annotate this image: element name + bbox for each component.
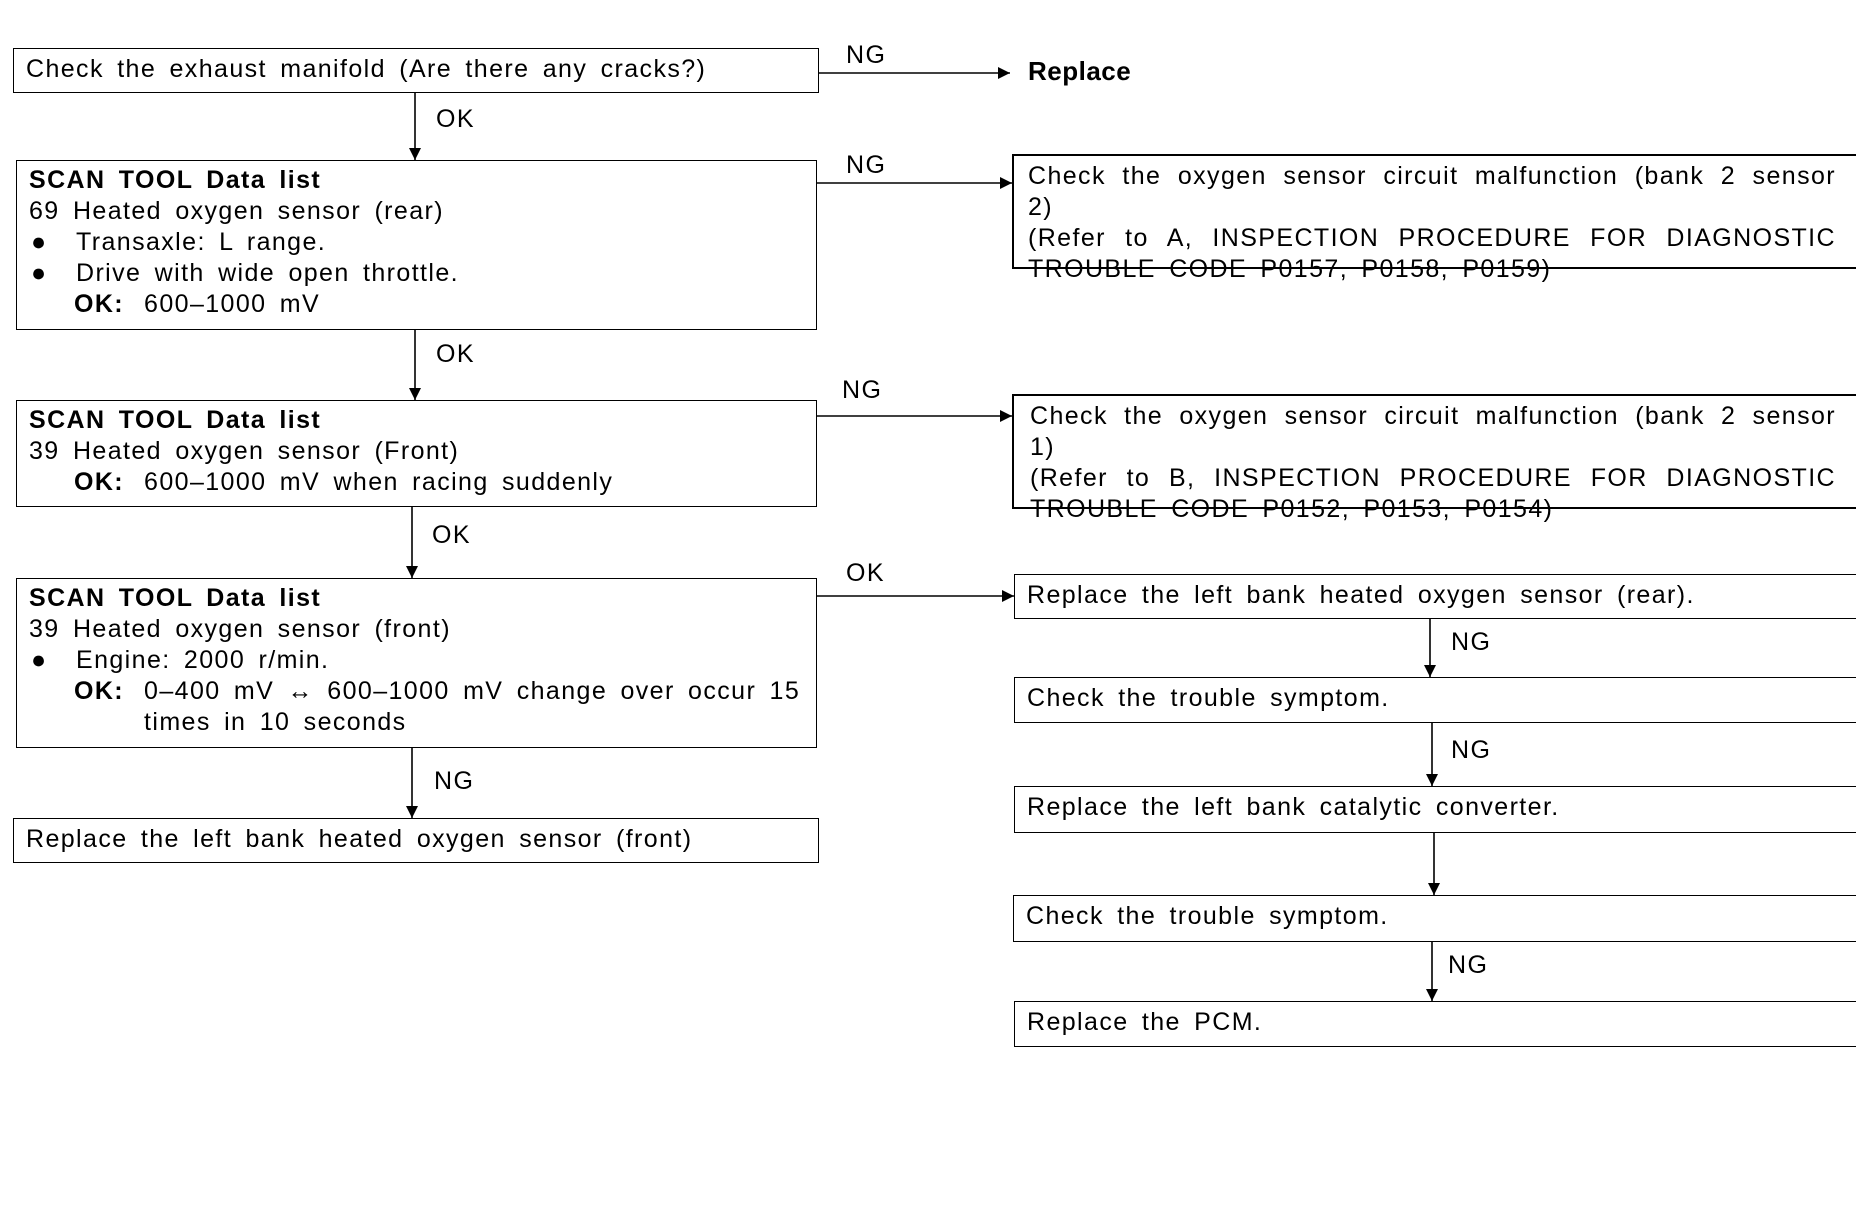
step3-line1: 39 Heated oxygen sensor (Front) — [29, 437, 460, 465]
replace-result: Replace — [1028, 56, 1132, 86]
result2-line1: Check the oxygen sensor circuit malfunct… — [1028, 162, 1836, 221]
label-ng-step3: NG — [842, 376, 883, 404]
step-scan-tool-front-sensor-racing: SCAN TOOL Data list 39 Heated oxygen sen… — [16, 400, 817, 507]
label-ok-step1: OK — [436, 105, 475, 133]
right-chain-check-symptom-2: Check the trouble symptom. — [1013, 895, 1856, 942]
step3-ok-label: OK: — [74, 468, 125, 496]
result-bank2-sensor2-check: Check the oxygen sensor circuit malfunct… — [1012, 154, 1856, 283]
step2-title: SCAN TOOL Data list — [29, 166, 322, 194]
step-scan-tool-rear-sensor: SCAN TOOL Data list 69 Heated oxygen sen… — [16, 160, 817, 330]
step-scan-tool-front-sensor-engine: SCAN TOOL Data list 39 Heated oxygen sen… — [16, 578, 817, 748]
step3-title: SCAN TOOL Data list — [29, 406, 322, 434]
right-chain-r1: Replace the left bank heated oxygen sens… — [1027, 581, 1695, 609]
right-chain-replace-rear-sensor: Replace the left bank heated oxygen sens… — [1014, 574, 1856, 619]
step-replace-front-sensor: Replace the left bank heated oxygen sens… — [13, 818, 819, 863]
bullet-icon: ● — [31, 228, 48, 256]
step2-bullet2: Drive with wide open throttle. — [76, 259, 459, 287]
label-ok-step3: OK — [432, 521, 471, 549]
step4-bullet1: Engine: 2000 r/min. — [76, 646, 330, 674]
label-ng-r1: NG — [1451, 628, 1492, 656]
step4-line1: 39 Heated oxygen sensor (front) — [29, 615, 451, 643]
result3-line3: TROUBLE CODE P0152, P0153, P0154) — [1030, 495, 1554, 523]
step4-ok-label: OK: — [74, 677, 125, 705]
bullet-icon: ● — [31, 259, 48, 287]
label-ng-step2: NG — [846, 151, 887, 179]
step2-bullet1: Transaxle: L range. — [76, 228, 327, 256]
step2-ok-value: 600–1000 mV — [144, 290, 321, 318]
result2-line3: TROUBLE CODE P0157, P0158, P0159) — [1028, 255, 1552, 283]
label-ok-step4: OK — [846, 559, 885, 587]
right-chain-r3: Replace the left bank catalytic converte… — [1027, 793, 1560, 821]
step1-text: Check the exhaust manifold (Are there an… — [26, 55, 707, 83]
step4-ok-value: 0–400 mV ↔ 600–1000 mV change over occur… — [144, 677, 801, 736]
result3-line2: (Refer to B, INSPECTION PROCEDURE FOR DI… — [1030, 464, 1836, 492]
right-chain-r4: Check the trouble symptom. — [1026, 902, 1389, 930]
step2-line1: 69 Heated oxygen sensor (rear) — [29, 197, 444, 225]
step2-ok-label: OK: — [74, 290, 125, 318]
label-ng-r2: NG — [1451, 736, 1492, 764]
step4-title: SCAN TOOL Data list — [29, 584, 322, 612]
right-chain-r5: Replace the PCM. — [1027, 1008, 1263, 1036]
right-chain-replace-pcm: Replace the PCM. — [1014, 1001, 1856, 1047]
result3-line1: Check the oxygen sensor circuit malfunct… — [1030, 402, 1836, 461]
result2-line2: (Refer to A, INSPECTION PROCEDURE FOR DI… — [1028, 224, 1836, 252]
label-ok-step2: OK — [436, 340, 475, 368]
step3-ok-value: 600–1000 mV when racing suddenly — [144, 468, 614, 496]
label-ng-step1: NG — [846, 41, 887, 69]
right-chain-replace-catalytic-converter: Replace the left bank catalytic converte… — [1014, 786, 1856, 833]
right-chain-r2: Check the trouble symptom. — [1027, 684, 1390, 712]
bullet-icon: ● — [31, 646, 48, 674]
result-bank2-sensor1-check: Check the oxygen sensor circuit malfunct… — [1012, 394, 1856, 523]
step-exhaust-manifold-check: Check the exhaust manifold (Are there an… — [13, 48, 819, 93]
label-ng-r4: NG — [1448, 951, 1489, 979]
step5-text: Replace the left bank heated oxygen sens… — [26, 825, 693, 853]
right-chain-check-symptom-1: Check the trouble symptom. — [1014, 677, 1856, 723]
label-ng-step4: NG — [434, 767, 475, 795]
